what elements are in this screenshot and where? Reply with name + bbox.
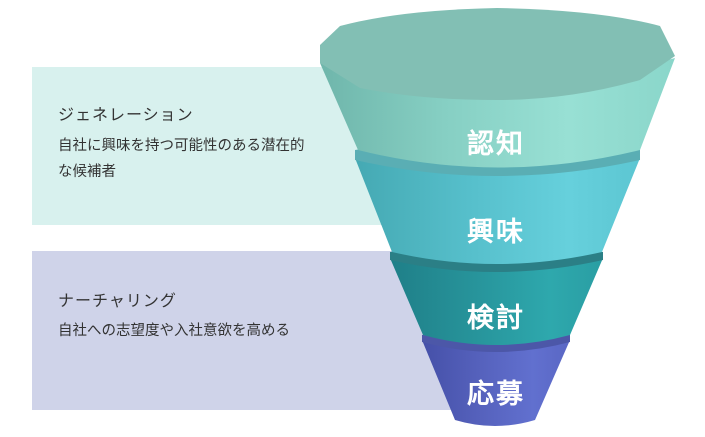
nurturing-section: ナーチャリング 自社への志望度や入社意欲を高める [32,251,462,410]
generation-title: ジェネレーション [58,105,194,124]
generation-description: 自社に興味を持つ可能性のある潜在的な候補者 [58,138,305,180]
stage-label-consideration: 検討 [467,303,525,334]
funnel-stage-1 [320,8,675,168]
stage-label-interest: 興味 [467,217,525,248]
nurturing-title: ナーチャリング [58,291,177,310]
stage-label-application: 応募 [467,379,525,410]
nurturing-description: 自社への志望度や入社意欲を高める [58,323,290,339]
stage-label-awareness: 認知 [467,129,525,160]
